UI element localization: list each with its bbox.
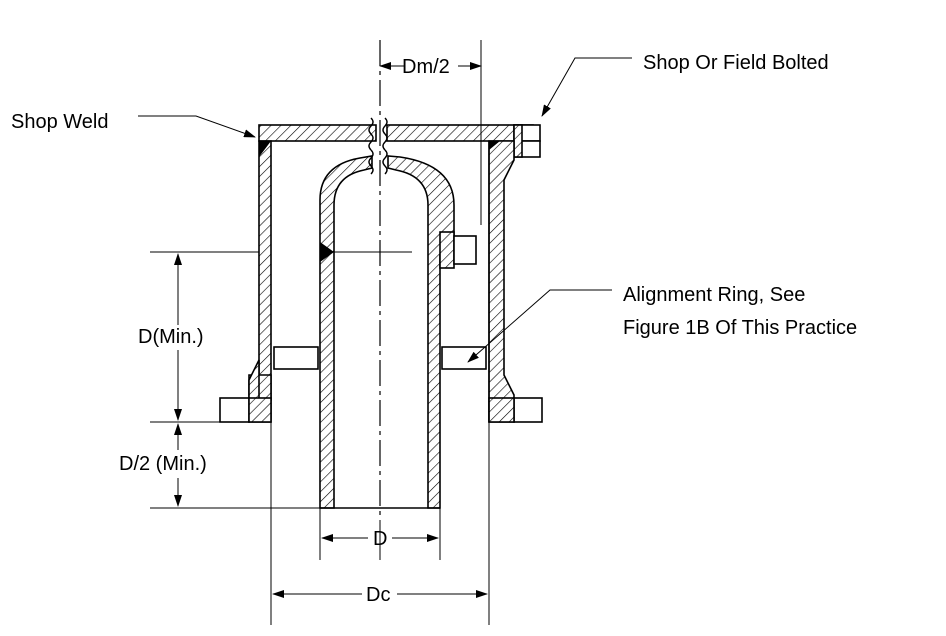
alignment-ring-label-line1: Alignment Ring, See [623, 284, 805, 306]
alignment-ring-left [273, 346, 319, 370]
alignment-ring-leader [467, 289, 612, 363]
outer-casing-left-wall [219, 140, 272, 423]
shop-weld-label: Shop Weld [11, 111, 108, 133]
dm-half-label: Dm/2 [402, 56, 450, 78]
alignment-ring-right [441, 346, 487, 370]
shop-field-bolted-label: Shop Or Field Bolted [643, 52, 829, 74]
top-bolted-flange [513, 124, 541, 158]
d-dimension [319, 508, 441, 560]
d-label: D [373, 528, 387, 550]
shop-weld-leader [138, 115, 256, 138]
dc-dimension [270, 422, 490, 625]
d-half-min-dimension [150, 423, 320, 509]
inner-tube-lug [439, 231, 477, 269]
dm-half-dimension [379, 40, 482, 225]
d-half-min-label: D/2 (Min.) [119, 453, 207, 475]
outer-casing-right-wall [488, 140, 543, 423]
d-min-label: D(Min.) [138, 326, 204, 348]
alignment-ring-label-line2: Figure 1B Of This Practice [623, 317, 857, 339]
shop-field-bolted-leader [541, 57, 632, 117]
d-min-dimension [150, 251, 259, 423]
shop-weld-symbol [259, 141, 500, 262]
inner-tube [319, 149, 455, 509]
dc-label: Dc [366, 584, 390, 606]
